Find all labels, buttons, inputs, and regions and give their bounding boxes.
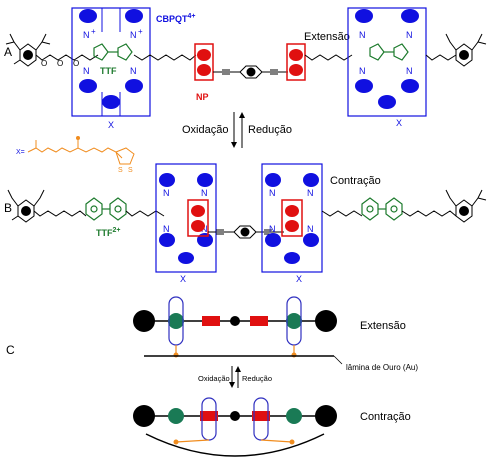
svg-text:O: O [41,59,47,68]
ttf-station-right-c1 [286,313,302,329]
ttf2-label: TTF2+ [96,227,120,238]
panel-c-label: C [6,343,15,357]
svg-text:O: O [73,59,79,68]
np-station-right-c1 [250,316,268,326]
oxidacao-label-c: Oxidação [198,374,230,383]
chain-oxygens-a: O O O [41,59,79,68]
svg-text:N: N [269,224,276,234]
cbpqt-ring-b-left: N N N N X [155,163,217,284]
right-chain-a [425,54,457,61]
central-linker-b [208,225,284,239]
svg-text:N: N [201,224,208,234]
right-stopper-a [445,33,487,67]
reducao-label-c: Redução [242,374,272,383]
svg-text:N: N [130,66,137,76]
right-stopper-b [445,189,487,223]
svg-text:N: N [269,188,276,198]
np-station-left-c1 [202,316,220,326]
panel-b-label: B [4,201,12,215]
reaction-arrows-c: Oxidação Redução [198,366,272,388]
svg-text:N: N [406,66,413,76]
panel-c: C Extensão lâmina de Ouro (Au) [6,296,418,457]
left-chain-b [33,210,87,217]
panel-a: A O O O N [4,7,487,130]
ttf-label: TTF [100,66,117,76]
svg-text:N: N [406,30,413,40]
x-label-a: X [108,120,114,130]
svg-text:S: S [128,167,133,174]
oxidacao-label: Oxidação [182,124,228,136]
right-chain-b [401,210,457,217]
gold-label: lâmina de Ouro (Au) [346,363,418,372]
stopper-left-c1 [133,310,155,332]
contracao-label-top: Contração [330,175,381,187]
contraction-schematic [133,397,337,457]
x-definition: X= S S [16,136,135,174]
reaction-arrows-ab: Oxidação Redução [182,112,292,148]
svg-text:N: N [163,188,170,198]
np-unit-a [194,43,214,81]
svg-text:N: N [163,224,170,234]
mid-chain-b-right [321,210,363,217]
svg-text:X: X [296,274,302,284]
mid-chain-a [133,54,197,61]
extensao-label-top: Extensão [304,31,350,43]
svg-text:X=: X= [16,149,25,156]
svg-text:X: X [180,274,186,284]
svg-text:+: + [91,27,96,36]
ttf-station-left-c1 [168,313,184,329]
svg-text:N: N [83,66,90,76]
cbpqt-ring-a-left: N N N N + + X [71,7,151,130]
ttf-unit-a [93,43,133,61]
contracao-label-c: Contração [360,411,411,423]
svg-text:O: O [57,59,63,68]
cbpqt-ring-a-right: N N N N X [347,7,427,128]
svg-text:N: N [130,30,137,40]
cbpqt-ring-b-right: N N N N X [261,163,323,284]
ttf2-unit-b [85,197,127,221]
bent-gold-surface [145,433,325,457]
central-linker-a [213,65,288,79]
extensao-label-c: Extensão [360,320,406,332]
svg-text:X: X [396,118,402,128]
mid-chain-b-left [125,210,165,217]
stopper-right-c1 [315,310,337,332]
ttf2-unit-b-right [361,197,403,221]
np-unit-b-right [281,199,303,237]
ttf-unit-a-right [369,43,409,61]
center-c1 [230,316,240,326]
extension-schematic [133,296,337,358]
svg-text:N: N [307,188,314,198]
left-stopper-b [7,189,45,223]
cbpqt-label: CBPQT4+ [156,13,195,24]
panel-a-label: A [4,45,12,59]
gold-pointer [333,355,343,365]
left-stopper-a [5,33,51,67]
svg-text:N: N [307,224,314,234]
svg-text:S: S [118,167,123,174]
svg-text:N: N [359,66,366,76]
np-label: NP [196,92,209,102]
svg-text:N: N [83,30,90,40]
np-unit-a-right [286,43,306,81]
reducao-label: Redução [248,124,292,136]
svg-text:N: N [201,188,208,198]
right-mid-chain-a [304,54,353,61]
svg-text:N: N [359,30,366,40]
np-unit-b-left [187,199,209,237]
left-chain-a [35,54,99,61]
panel-b: B TTF2+ N N N N [4,163,487,284]
svg-text:+: + [138,27,143,36]
